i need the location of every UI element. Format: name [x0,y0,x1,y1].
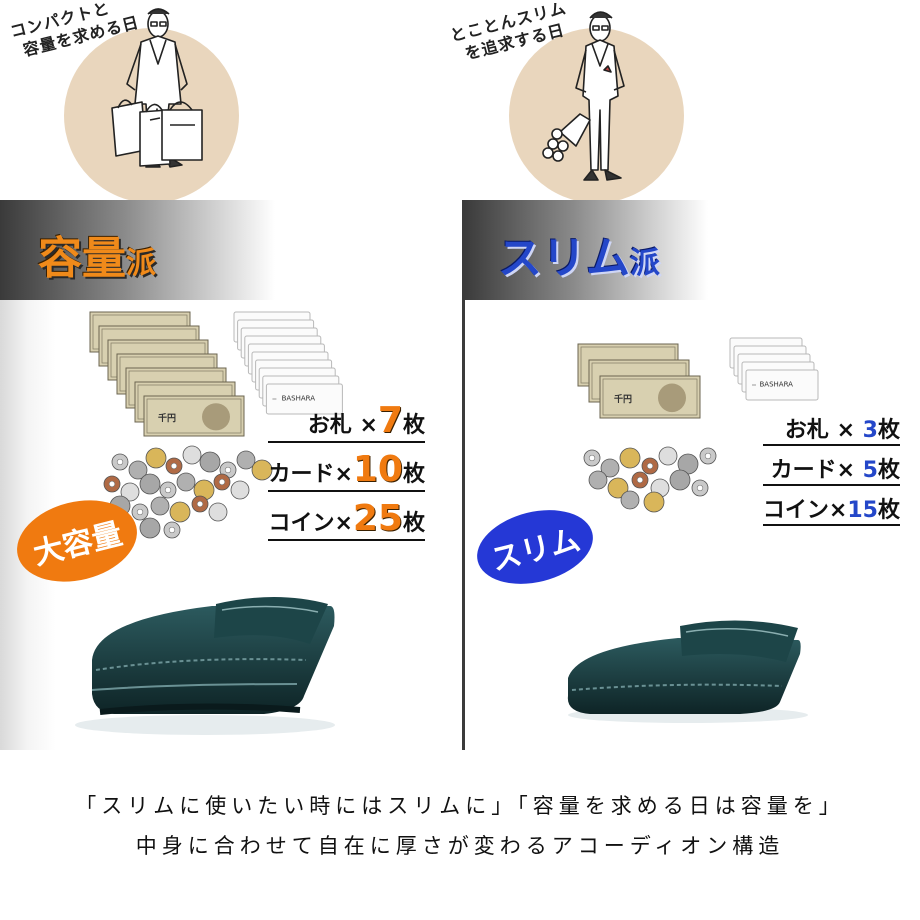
left-stat-cards: カード×10枚 [268,449,425,492]
left-coin [251,459,273,481]
right-stat-bills: お札 × 3枚 [762,412,900,446]
left-coin-hole [168,526,176,534]
left-stat-coins-unit: 枚 [402,511,425,536]
right-banknote-border [602,378,698,416]
left-stat-bills: お札 ×7枚 [268,400,425,443]
left-stat-bills-unit: 枚 [402,413,425,438]
left-coin [236,450,256,470]
left-coin-hole [170,462,178,470]
left-coin [150,496,170,516]
left-coin [139,517,161,539]
right-stat-coins-value: 15 [847,498,878,523]
right-coin-hole [588,454,596,462]
left-coin [169,501,191,523]
right-coin-hole [636,476,644,484]
right-title: スリム派 [498,222,660,286]
right-stat-cards: カード× 5枚 [762,452,900,486]
left-title: 容量派 [38,222,156,286]
right-stat-coins: コイン×15枚 [762,492,900,526]
left-stats: お札 ×7枚 カード×10枚 コイン×25枚 [268,400,425,547]
right-card [745,369,819,401]
left-coin [182,445,202,465]
left-stat-coins-label: コイン× [268,511,353,536]
left-coin-hole [116,458,124,466]
left-stat-coins: コイン×25枚 [268,498,425,541]
right-stat-cards-value: 5 [862,458,878,483]
right-coin [619,447,641,469]
right-coin-hole [704,452,712,460]
right-coin [658,446,678,466]
left-card-brand: BASHARA [282,395,316,403]
right-banknote [599,375,701,419]
left-coin-hole [108,480,116,488]
left-header-band [0,200,275,300]
left-title-small: 派 [126,246,156,281]
left-coin [128,460,148,480]
left-coin-hole [196,500,204,508]
right-stat-bills-value: 3 [862,418,878,443]
right-stat-cards-label: カード× [770,458,863,483]
left-stat-bills-label: お札 × [307,413,378,438]
left-coin-hole [164,486,172,494]
right-coin [669,469,691,491]
right-card-brand: BASHARA [760,381,794,389]
left-coin [199,451,221,473]
left-coin [145,447,167,469]
left-stat-bills-value: 7 [377,400,403,441]
right-coin [600,458,620,478]
left-coin [176,472,196,492]
left-banknote-label: 千円 [158,412,176,424]
left-coin [208,502,228,522]
right-stat-coins-label: コイン× [762,498,848,523]
right-header-band [463,200,708,300]
right-title-main: スリム [498,233,630,284]
footer-line-2: 中身に合わせて自在に厚さが変わるアコーディオン構造 [135,834,785,858]
right-coin [607,477,629,499]
left-banknote-portrait [202,403,230,431]
right-coin-hole [696,484,704,492]
left-stat-cards-value: 10 [352,449,403,490]
right-coin [620,490,640,510]
right-title-small: 派 [630,246,660,281]
right-coin [588,470,608,490]
footer-line-1: 「スリムに使いたい時にはスリムに」「容量を求める日は容量を」 [75,794,845,818]
panel-divider [462,200,465,750]
left-stat-cards-label: カード× [268,462,353,487]
right-stat-cards-unit: 枚 [877,458,900,483]
left-card [265,383,343,415]
right-coin [643,491,665,513]
left-coin [120,482,140,502]
right-stat-bills-label: お札 × [784,418,863,443]
left-coin [139,473,161,495]
left-coin-hole [136,508,144,516]
left-banknote-border [146,398,242,434]
left-coin [230,480,250,500]
left-coin-hole [224,466,232,474]
right-coin-hole [646,462,654,470]
right-stat-coins-unit: 枚 [877,498,900,523]
left-title-main: 容量 [38,233,126,284]
right-banknote-label: 千円 [614,393,632,405]
right-stat-bills-unit: 枚 [877,418,900,443]
left-coin-hole [218,478,226,486]
right-banknote-portrait [658,383,686,413]
right-stats: お札 × 3枚 カード× 5枚 コイン×15枚 [762,412,900,532]
left-stat-cards-unit: 枚 [402,462,425,487]
left-stat-coins-value: 25 [352,498,403,539]
